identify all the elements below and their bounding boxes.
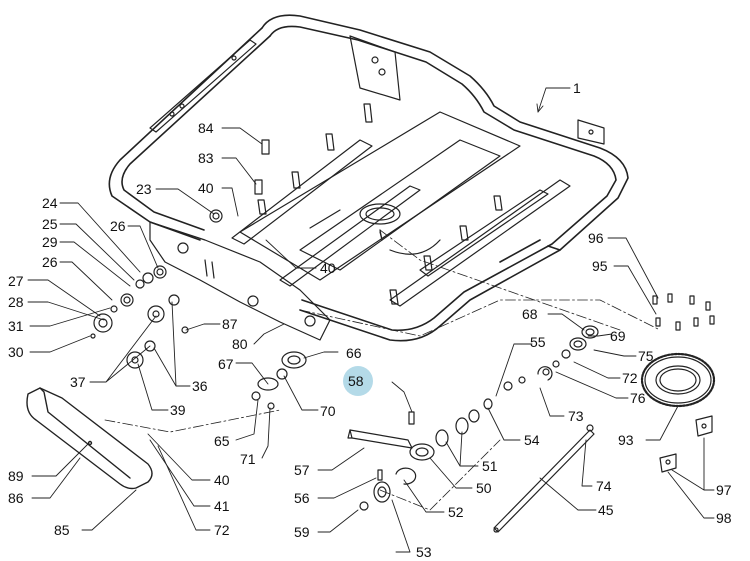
callout-30: 30 [8, 344, 24, 360]
callout-28: 28 [8, 294, 24, 310]
callout-26-b: 26 [42, 254, 58, 270]
leader-lines [27, 87, 715, 553]
callout-45: 45 [598, 502, 614, 518]
upper-plate-right [349, 35, 605, 145]
callout-80: 80 [232, 336, 248, 352]
callout-56: 56 [294, 490, 310, 506]
callout-36: 36 [192, 378, 208, 394]
callout-72-right: 72 [622, 370, 638, 386]
callout-65: 65 [214, 433, 230, 449]
callout-55: 55 [530, 334, 546, 350]
callout-96: 96 [588, 230, 604, 246]
callout-69: 69 [610, 328, 626, 344]
callout-57: 57 [294, 462, 310, 478]
callout-51: 51 [482, 458, 498, 474]
callout-68: 68 [522, 306, 538, 322]
callout-31: 31 [8, 318, 24, 334]
callout-highlight-58 [343, 366, 373, 396]
callout-39: 39 [170, 402, 186, 418]
callout-76: 76 [630, 390, 646, 406]
callout-52: 52 [448, 504, 464, 520]
callout-29: 29 [42, 234, 58, 250]
callout-73: 73 [568, 408, 584, 424]
callout-72-left: 72 [214, 522, 230, 538]
callout-84: 84 [198, 120, 214, 136]
callout-27: 27 [8, 273, 24, 289]
callout-23: 23 [136, 181, 152, 197]
callout-70: 70 [320, 403, 336, 419]
centerlines [104, 229, 661, 511]
frame-tube [108, 14, 629, 342]
drive-components [359, 398, 493, 511]
callout-66: 66 [346, 345, 362, 361]
callout-95: 95 [592, 258, 608, 274]
callout-93: 93 [618, 432, 634, 448]
callout-54: 54 [524, 432, 540, 448]
callout-41: 41 [214, 498, 230, 514]
callout-40-top: 40 [198, 180, 214, 196]
brackets-97-98 [659, 415, 713, 473]
callout-87: 87 [222, 316, 238, 332]
sprocket-23 [209, 209, 223, 223]
callout-67: 67 [218, 356, 234, 372]
callout-97: 97 [716, 482, 732, 498]
callout-86: 86 [8, 490, 24, 506]
sprocket-cluster-left [90, 265, 189, 369]
pins-84-83 [254, 139, 270, 195]
callout-58: 58 [348, 373, 364, 389]
callout-85: 85 [54, 522, 70, 538]
bearing-group-68 [542, 325, 599, 376]
callout-26-a: 26 [110, 218, 126, 234]
callout-40-bottom: 40 [214, 472, 230, 488]
callout-25: 25 [42, 216, 58, 232]
small-rings [503, 366, 553, 391]
chain-guard [26, 387, 153, 490]
side-plate-left [149, 221, 331, 341]
callout-40-mid: 40 [320, 260, 336, 276]
callout-89: 89 [8, 468, 24, 484]
callout-50: 50 [476, 480, 492, 496]
callout-59: 59 [294, 524, 310, 540]
callout-24: 24 [42, 195, 58, 211]
left-rod [149, 39, 257, 133]
slide-rails [231, 103, 571, 307]
callout-1: 1 [573, 80, 581, 96]
callout-83: 83 [198, 150, 214, 166]
callout-37: 37 [70, 374, 86, 390]
callout-74: 74 [596, 478, 612, 494]
callout-75: 75 [638, 348, 654, 364]
callout-53: 53 [416, 544, 432, 560]
bolts-96 [652, 293, 715, 331]
shaft-45 [493, 424, 595, 533]
shaft-57 [347, 429, 413, 449]
callout-98: 98 [716, 510, 732, 526]
bearing-group-66 [251, 351, 307, 410]
callout-71: 71 [240, 451, 256, 467]
